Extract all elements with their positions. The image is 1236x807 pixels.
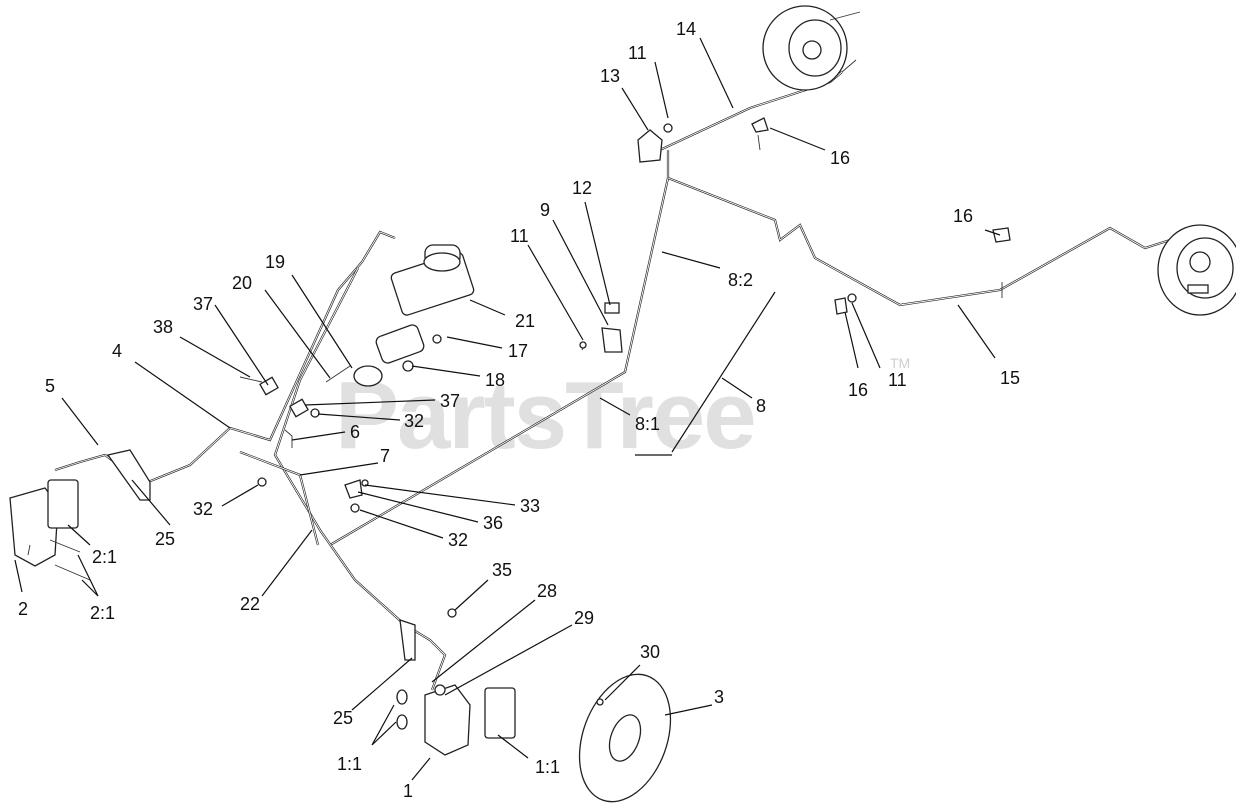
- callout-2-1-top: 2:1: [92, 547, 117, 567]
- brake-disc: [578, 673, 672, 803]
- callout-33: 33: [520, 496, 540, 516]
- callout-16-right: 16: [953, 206, 973, 226]
- callout-38: 38: [153, 317, 173, 337]
- callout-4: 4: [112, 341, 122, 361]
- master-cylinder: [325, 244, 475, 387]
- callout-9: 9: [540, 200, 550, 220]
- callout-5: 5: [45, 376, 55, 396]
- callout-13: 13: [600, 66, 620, 86]
- callout-18: 18: [485, 370, 505, 390]
- callout-25-lower: 25: [333, 708, 353, 728]
- callout-7: 7: [380, 446, 390, 466]
- callout-12: 12: [572, 178, 592, 198]
- callout-leader-lines: [14, 37, 1001, 781]
- rear-drum-brake-upper: [762, 5, 861, 91]
- callout-19: 19: [265, 252, 285, 272]
- parts-tree-watermark: PartsTree: [335, 362, 755, 469]
- hardware-bolts: [344, 341, 587, 618]
- mount-bracket-left: [106, 449, 151, 501]
- left-brake-caliper: [9, 479, 91, 581]
- mount-bracket-lower: [399, 619, 416, 661]
- callout-35: 35: [492, 560, 512, 580]
- line-bracket: [601, 302, 623, 353]
- callout-37-mid: 37: [440, 391, 460, 411]
- callout-32-top: 32: [404, 411, 424, 431]
- callout-11-top: 11: [628, 43, 647, 63]
- callout-28: 28: [537, 581, 557, 601]
- callout-36: 36: [483, 513, 503, 533]
- brake-tee-junction: [637, 123, 673, 163]
- callout-37-top: 37: [193, 294, 213, 314]
- callout-2-1-bottom: 2:1: [90, 603, 115, 623]
- callout-16-top: 16: [830, 148, 850, 168]
- front-brake-caliper: [396, 684, 516, 756]
- callout-29: 29: [574, 608, 594, 628]
- callout-8-1: 8:1: [635, 414, 660, 434]
- callout-15: 15: [1000, 368, 1020, 388]
- callout-30: 30: [640, 642, 660, 662]
- callout-3: 3: [714, 687, 724, 707]
- callout-14: 14: [676, 19, 696, 39]
- callout-1: 1: [403, 781, 413, 801]
- rear-drum-brake-right: [1157, 224, 1236, 316]
- pipe-clips: [751, 117, 1011, 315]
- callout-20: 20: [232, 273, 252, 293]
- callout-1-1-right: 1:1: [535, 757, 560, 777]
- callout-32-mid: 32: [448, 530, 468, 550]
- callout-22: 22: [240, 594, 260, 614]
- watermark-trademark: TM: [890, 355, 910, 371]
- callout-1-1-left: 1:1: [337, 754, 362, 774]
- callout-2: 2: [18, 599, 28, 619]
- callout-8: 8: [756, 396, 766, 416]
- line-clamps: [239, 376, 320, 487]
- callout-21: 21: [515, 311, 535, 331]
- callout-11-mid: 11: [510, 226, 529, 246]
- callout-8-2: 8:2: [728, 270, 753, 290]
- callout-11-right: 11: [888, 370, 907, 390]
- callout-25-left: 25: [155, 529, 175, 549]
- callout-32-left: 32: [193, 499, 213, 519]
- callout-17: 17: [508, 341, 528, 361]
- callout-labels: 14 11 13 16 12 9 11 8:2 16 21 17 18 19 2…: [18, 19, 1020, 801]
- callout-16-low: 16: [848, 380, 868, 400]
- callout-6: 6: [350, 422, 360, 442]
